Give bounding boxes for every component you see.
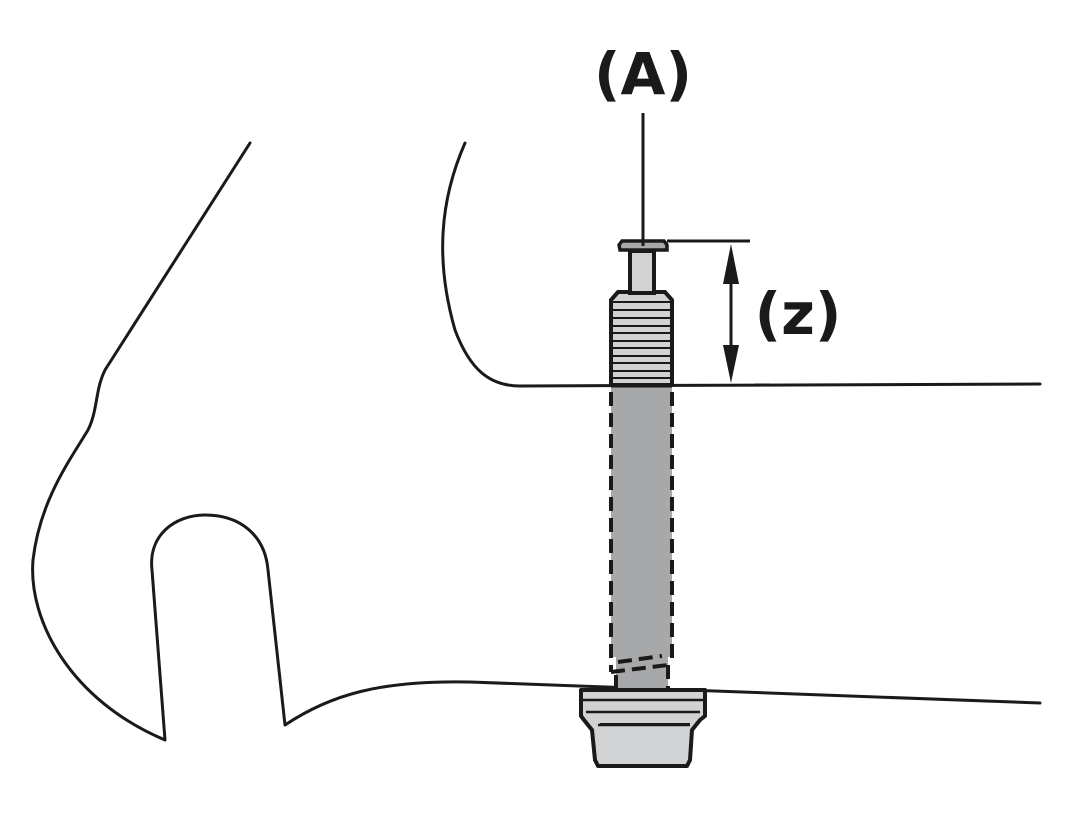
arrow-up-icon bbox=[723, 244, 739, 284]
bolt-threaded-section bbox=[609, 239, 674, 387]
dimension-z bbox=[667, 239, 770, 387]
left-body-outline bbox=[31, 141, 1042, 742]
dimension-z-label: (z) bbox=[755, 280, 842, 348]
bolt-shaft bbox=[609, 385, 674, 688]
right-body-outline bbox=[441, 141, 1042, 388]
part-a-label: (A) bbox=[594, 40, 692, 108]
bottom-nut bbox=[579, 688, 707, 768]
arrow-down-icon bbox=[723, 345, 739, 383]
